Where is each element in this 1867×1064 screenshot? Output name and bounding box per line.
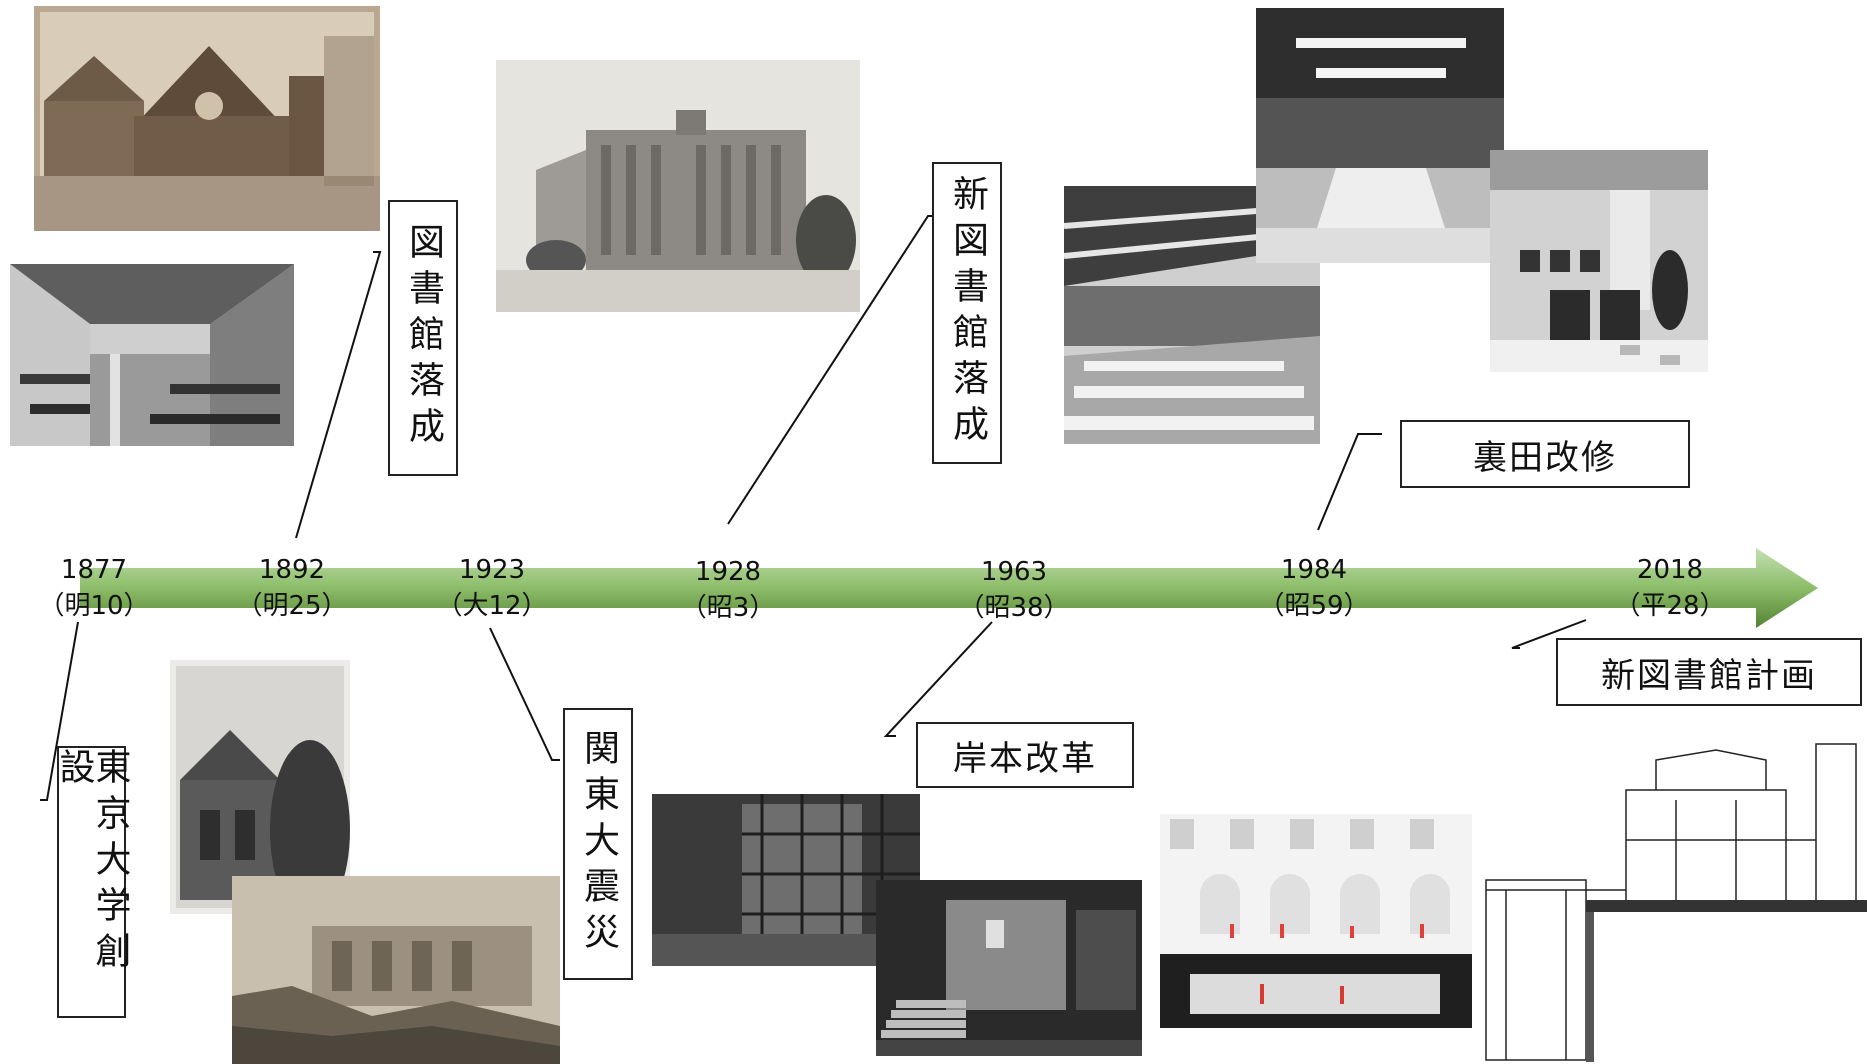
year-1984-value: 1984 [1280,555,1348,585]
year-2018-era: （平28） [1614,591,1726,621]
year-1877-value: 1877 [60,555,128,585]
year-1928: 1928 （昭3） [658,554,798,626]
year-1892-era: （明25） [236,591,348,621]
renovated-reading-room-photo [1256,8,1504,263]
event-new-library-plan-text: 新図書館計画 [1601,655,1817,696]
year-1984-era: （昭59） [1258,591,1370,621]
event-new-library-completed: 新図書館落成 [932,162,1002,464]
year-1963-era: （昭38） [958,593,1070,623]
year-1923-value: 1923 [458,555,526,585]
year-1928-value: 1928 [694,557,762,587]
connector-kishimoto [883,621,993,737]
event-earthquake: 関東大震災 [563,708,633,980]
year-1923: 1923 （大12） [422,552,562,624]
earthquake-ruins-photo [232,876,560,1064]
event-urata-renovation-text: 裏田改修 [1473,437,1617,478]
connector-earthquake [489,627,560,761]
scaffolding-interior-photo [652,794,920,966]
year-1928-era: （昭3） [680,593,776,623]
staircase-hall-photo [876,880,1142,1056]
event-library-completed-text: 図書館落成 [403,223,444,453]
year-1877: 1877 （明10） [24,552,164,624]
year-1963: 1963 （昭38） [944,554,1084,626]
event-founding-text: 東京大学創設 [53,748,131,978]
library-building-1928-photo [496,60,860,312]
event-earthquake-text: 関東大震災 [578,729,619,959]
old-library-exterior-photo [34,6,380,231]
event-library-completed: 図書館落成 [388,200,458,476]
year-2018: 2018 （平28） [1600,552,1740,624]
year-1984: 1984 （昭59） [1244,552,1384,624]
event-new-library-plan: 新図書館計画 [1556,638,1862,706]
year-2018-value: 2018 [1636,555,1704,585]
computer-room-photo [1490,150,1708,372]
year-1963-value: 1963 [980,557,1048,587]
year-1877-era: （明10） [38,591,150,621]
section-drawing [1476,740,1867,1064]
event-urata-renovation: 裏田改修 [1400,420,1690,488]
reading-room-photo [10,264,294,446]
event-new-library-completed-text: 新図書館落成 [947,175,988,451]
event-founding: 東京大学創設 [53,746,131,1018]
connector-urata [1317,433,1382,531]
event-kishimoto-reform: 岸本改革 [916,722,1134,788]
old-building-tower-photo [170,660,350,914]
connector-library-completed [295,251,382,539]
architectural-model-photo [1160,814,1472,1028]
year-1892: 1892 （明25） [222,552,362,624]
event-kishimoto-reform-text: 岸本改革 [953,738,1097,779]
year-1892-value: 1892 [258,555,326,585]
year-1923-era: （大12） [436,591,548,621]
